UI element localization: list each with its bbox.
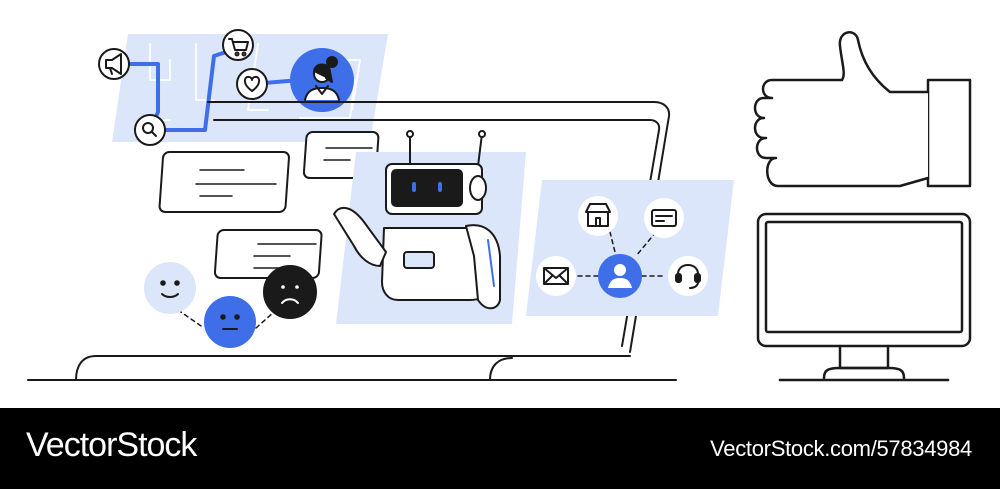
headset-icon	[668, 256, 708, 296]
watermark-footer: VectorStock VectorStock.com/57834984	[0, 408, 1000, 489]
shopping-cart-icon	[222, 29, 254, 61]
stock-url: VectorStock.com/57834984	[710, 436, 972, 461]
customer-journey-panel	[98, 29, 388, 146]
neutral-face-icon	[204, 296, 256, 348]
brand-logo: VectorStock	[26, 426, 197, 464]
card-icon	[644, 198, 684, 238]
laptop-icon	[27, 101, 677, 381]
store-icon	[578, 196, 618, 236]
user-icon	[598, 254, 642, 298]
thumbs-up-icon	[753, 31, 972, 188]
woman-avatar-icon	[290, 48, 354, 112]
search-icon	[134, 114, 166, 146]
feedback-faces	[144, 262, 317, 348]
sad-face-icon	[263, 265, 317, 319]
megaphone-icon	[98, 48, 130, 80]
chat-bubble-icon	[158, 131, 380, 279]
smile-face-icon	[144, 262, 196, 314]
heart-icon	[236, 68, 268, 100]
mail-icon	[536, 256, 576, 296]
robot-icon	[333, 130, 526, 324]
contact-channels-panel	[526, 180, 734, 316]
illustration	[27, 29, 972, 382]
monitor-icon	[756, 212, 972, 382]
